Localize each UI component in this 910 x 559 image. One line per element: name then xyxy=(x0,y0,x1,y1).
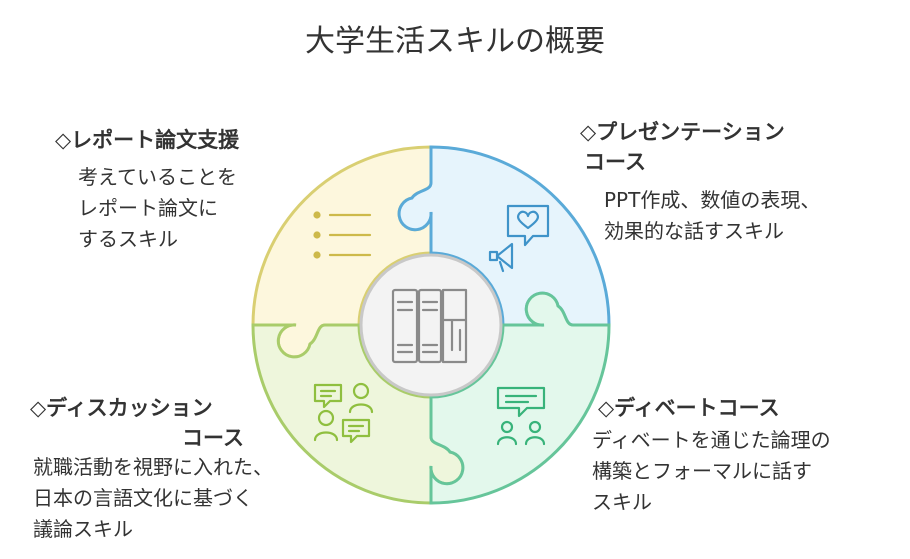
desc-line: 日本の言語文化に基づく xyxy=(33,486,253,510)
desc-line: 構築とフォーマルに話す xyxy=(592,459,812,483)
desc-discussion-course: 就職活動を視野に入れた、 日本の言語文化に基づく 議論スキル xyxy=(33,452,273,545)
desc-line: するスキル xyxy=(78,227,178,251)
desc-report-support: 考えていることを レポート論文に するスキル xyxy=(78,162,237,255)
desc-line: ディベートを通じた論理の xyxy=(592,428,831,452)
megaphone-heart-icon xyxy=(488,204,550,273)
desc-line: 就職活動を視野に入れた、 xyxy=(33,455,273,479)
heading-line: ◇プレゼンテーション xyxy=(580,120,785,144)
heading-line: コース xyxy=(584,150,646,174)
heading-presentation-course: ◇プレゼンテーション コース xyxy=(580,117,785,177)
desc-line: 効果的な話すスキル xyxy=(604,219,784,243)
desc-line: スキル xyxy=(592,490,652,514)
center-hub xyxy=(359,253,503,397)
page-title: 大学生活スキルの概要 xyxy=(305,24,605,59)
heading-report-support: ◇レポート論文支援 xyxy=(55,128,240,152)
desc-line: 議論スキル xyxy=(33,517,133,541)
desc-presentation-course: PPT作成、数値の表現、 効果的な話すスキル xyxy=(604,185,820,247)
heading-discussion-course: ◇ディスカッション コース xyxy=(30,393,244,453)
discussion-icon xyxy=(313,382,374,444)
desc-debate-course: ディベートを通じた論理の 構築とフォーマルに話す スキル xyxy=(592,425,831,518)
heading-line: コース xyxy=(182,426,244,450)
desc-line: PPT作成、数値の表現、 xyxy=(604,188,821,212)
quadrant-bottom-right xyxy=(429,291,611,505)
heading-debate-course: ◇ディベートコース xyxy=(598,396,780,420)
heading-line: ◇ディスカッション xyxy=(30,396,213,420)
desc-line: 考えていることを xyxy=(78,165,237,189)
desc-line: レポート論文に xyxy=(78,196,218,220)
debate-icon xyxy=(496,386,546,446)
list-icon xyxy=(313,211,372,259)
bookshelf-icon xyxy=(391,288,468,364)
